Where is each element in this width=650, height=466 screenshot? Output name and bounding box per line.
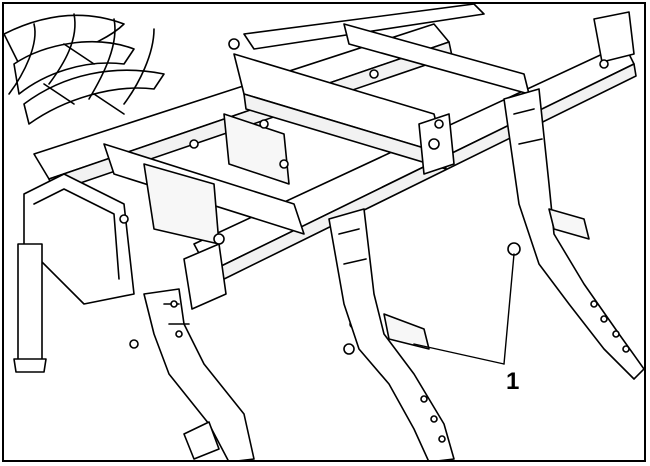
tine-right bbox=[503, 88, 644, 380]
support-leg bbox=[13, 243, 47, 373]
rear-roller bbox=[4, 13, 165, 125]
bolts bbox=[119, 38, 609, 355]
cultivator-drawing bbox=[4, 4, 644, 460]
tine-center bbox=[328, 208, 455, 460]
illustration-frame: 1 bbox=[2, 2, 646, 462]
callout-label: 1 bbox=[506, 368, 520, 395]
callout-leaders bbox=[413, 253, 515, 365]
tine-left bbox=[143, 288, 255, 460]
